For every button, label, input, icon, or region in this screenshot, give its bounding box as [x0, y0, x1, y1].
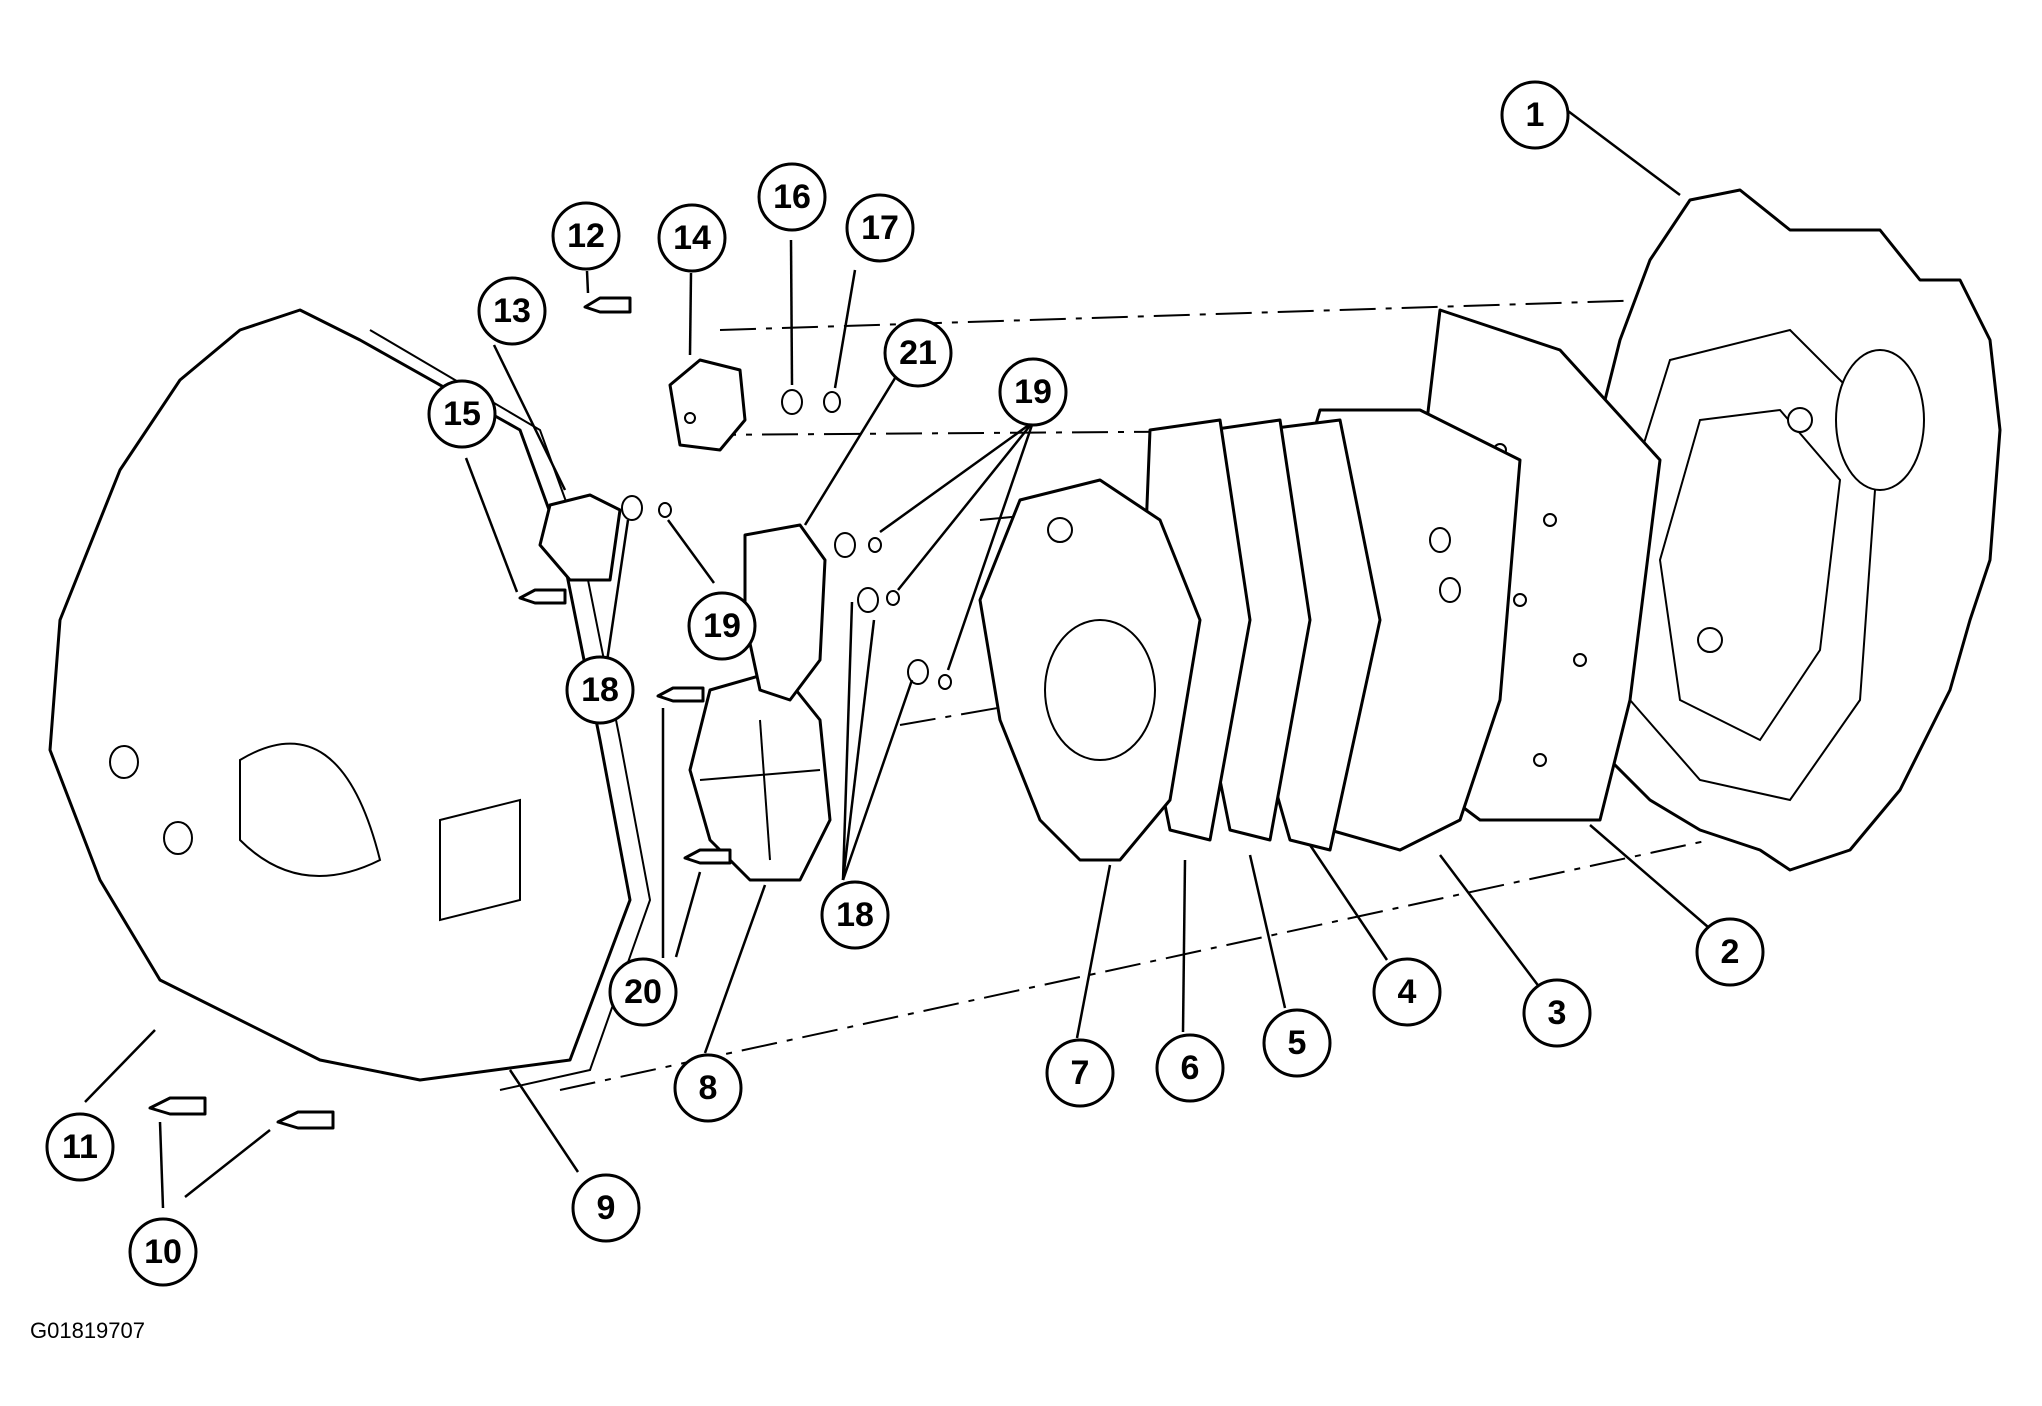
callout-label: 21 [899, 334, 937, 372]
callout-14: 14 [657, 203, 727, 273]
callout-label: 3 [1548, 994, 1567, 1032]
callout-label: 13 [493, 292, 531, 330]
callout-15: 15 [427, 379, 497, 449]
callout-label: 7 [1071, 1054, 1090, 1092]
callout-17: 17 [845, 193, 915, 263]
callout-label: 6 [1181, 1049, 1200, 1087]
bolt-10b [276, 1110, 335, 1130]
seal-17 [823, 391, 841, 413]
callout-21: 21 [883, 318, 953, 388]
solenoid-14 [668, 358, 747, 452]
callout-1: 1 [1500, 80, 1570, 150]
callout-label: 19 [703, 607, 741, 645]
solenoid-21 [743, 523, 827, 702]
leader-lines [84, 104, 1709, 1209]
callout-19b: 19 [998, 357, 1068, 427]
callout-label: 20 [624, 973, 662, 1011]
callout-9: 9 [571, 1173, 641, 1243]
callout-label: 9 [597, 1189, 616, 1227]
callout-label: 10 [144, 1233, 182, 1271]
seals-18 [621, 495, 929, 685]
callout-8: 8 [673, 1053, 743, 1123]
side-cover-11 [48, 308, 632, 1082]
callout-12: 12 [551, 201, 621, 271]
callout-18b: 18 [820, 880, 890, 950]
callout-label: 11 [62, 1128, 98, 1166]
callout-13: 13 [477, 276, 547, 346]
callout-19a: 19 [687, 591, 757, 661]
callout-label: 8 [699, 1069, 718, 1107]
callout-label: 17 [861, 209, 899, 247]
callout-5: 5 [1262, 1008, 1332, 1078]
callout-20: 20 [608, 957, 678, 1027]
callout-label: 2 [1721, 933, 1740, 971]
callout-label: 15 [443, 395, 481, 433]
callout-2: 2 [1695, 917, 1765, 987]
figure-id: G01819707 [30, 1318, 145, 1343]
callout-label: 18 [581, 671, 619, 709]
callout-7: 7 [1045, 1038, 1115, 1108]
bolts-20 [656, 686, 732, 865]
callout-4: 4 [1372, 957, 1442, 1027]
callout-label: 18 [836, 896, 874, 934]
seal-16 [781, 389, 803, 415]
callout-label: 4 [1398, 973, 1417, 1011]
callout-label: 14 [673, 219, 711, 257]
callout-11: 11 [45, 1112, 115, 1182]
seals-19 [658, 502, 952, 690]
transmission-case [1578, 188, 2002, 872]
callout-label: 12 [567, 217, 605, 255]
callout-label: 5 [1288, 1024, 1307, 1062]
gasket-9 [369, 329, 652, 1091]
callout-label: 1 [1526, 96, 1545, 134]
valve-body-7 [978, 478, 1202, 862]
bolt-10a [148, 1096, 207, 1116]
callout-10: 10 [128, 1217, 198, 1287]
callout-16: 16 [757, 162, 827, 232]
bolt-12 [583, 296, 632, 314]
callout-label: 16 [773, 178, 811, 216]
callout-18a: 18 [565, 655, 635, 725]
solenoid-13 [538, 493, 622, 582]
callout-6: 6 [1155, 1033, 1225, 1103]
bolt-15 [518, 588, 567, 605]
callout-label: 19 [1014, 373, 1052, 411]
callout-3: 3 [1522, 978, 1592, 1048]
